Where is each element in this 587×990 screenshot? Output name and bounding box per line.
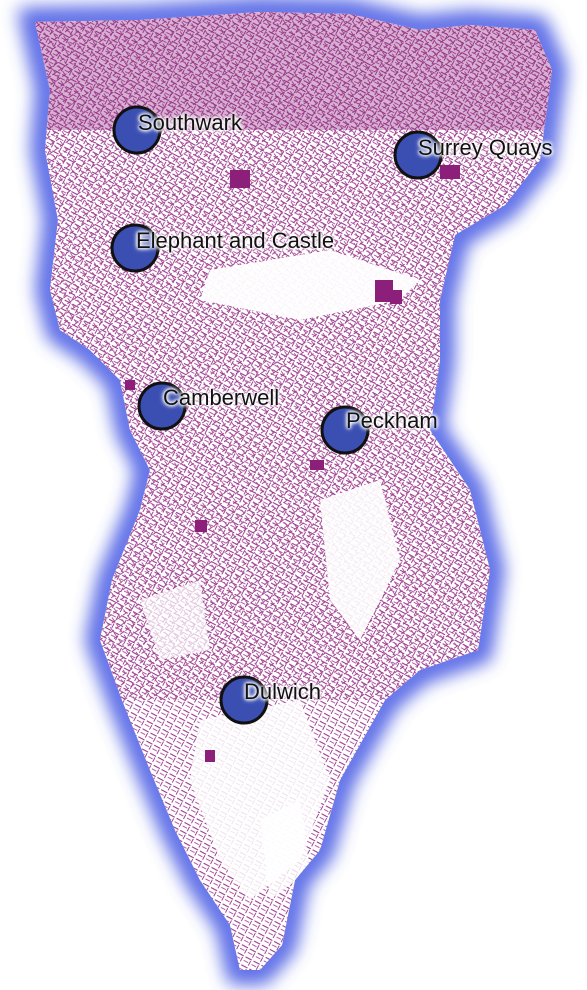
label-southwark: Southwark bbox=[138, 110, 242, 135]
place-markers bbox=[110, 105, 443, 725]
label-peckham: Peckham bbox=[346, 408, 438, 433]
place-marker-dulwich bbox=[219, 675, 269, 725]
label-dulwich: Dulwich bbox=[244, 679, 322, 704]
park-area bbox=[320, 480, 400, 640]
place-marker-elephant-and-castle bbox=[110, 223, 160, 273]
place-marker-southwark bbox=[112, 105, 162, 155]
label-camberwell: Camberwell bbox=[163, 385, 280, 410]
place-marker-peckham bbox=[320, 405, 370, 455]
park-area bbox=[260, 800, 310, 900]
place-marker-camberwell bbox=[137, 381, 187, 431]
park-area bbox=[140, 580, 210, 660]
place-marker-surrey-quays bbox=[393, 130, 443, 180]
park-area bbox=[200, 250, 420, 320]
label-elephant-and-castle: Elephant and Castle bbox=[136, 228, 335, 253]
label-surrey-quays: Surrey Quays bbox=[418, 135, 553, 160]
